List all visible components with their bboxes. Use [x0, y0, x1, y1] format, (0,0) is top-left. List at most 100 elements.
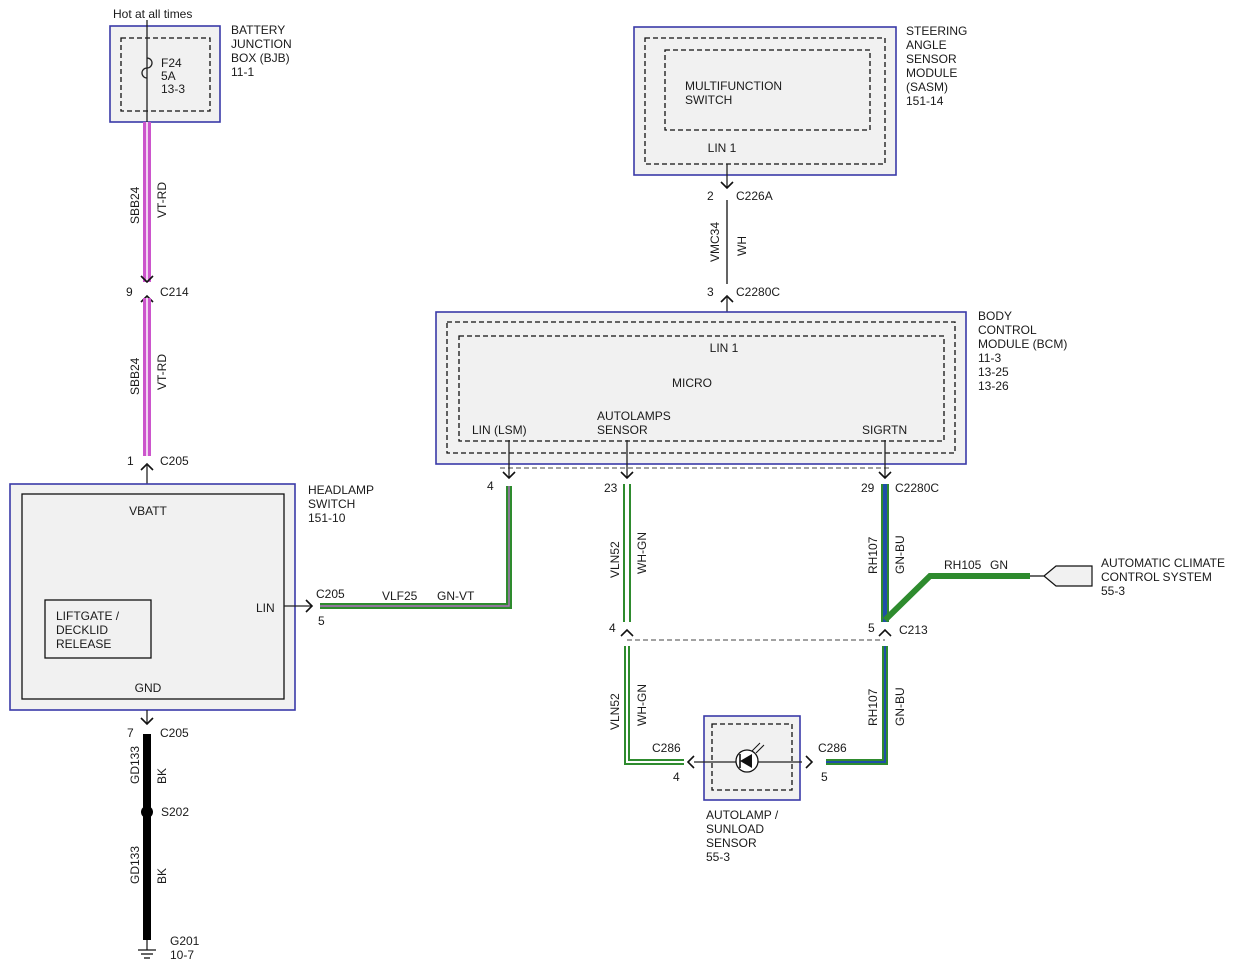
- wire-sbb24-mid-color: VT-RD: [155, 354, 169, 390]
- sasm-label-line5: (SASM): [906, 80, 948, 94]
- headlamp-pin-vbatt: VBATT: [129, 504, 167, 518]
- connector-c205-gnd: 7 C205: [127, 710, 189, 740]
- wire-rh107-top: RH107 GN-BU: [866, 484, 907, 622]
- wire-vmc34: VMC34 WH: [708, 200, 749, 284]
- bjb-label-line4: 11-1: [231, 65, 254, 79]
- c205-gnd-pin: 7: [127, 726, 134, 740]
- c286-left-pin: 4: [673, 770, 680, 784]
- multifunction-switch-line1: MULTIFUNCTION: [685, 79, 782, 93]
- ground-name: G201: [170, 934, 200, 948]
- c286-left-name: C286: [652, 741, 681, 755]
- wire-vln52-bot: VLN52 WH-GN: [608, 646, 684, 765]
- wire-gd133: S202 GD133 BK GD133 BK: [128, 734, 189, 940]
- connector-c2280c-bottom: 4 23 29 C2280C: [487, 440, 939, 495]
- wire-vlf25-color: GN-VT: [437, 589, 475, 603]
- liftgate-label-line2: DECKLID: [56, 623, 108, 637]
- wire-gd133-bot-circuit: GD133: [128, 846, 142, 884]
- c2280c-pin23: 23: [604, 481, 618, 495]
- wire-sbb24-mid-circuit: SBB24: [128, 357, 142, 395]
- fuse-rating: 5A: [161, 69, 176, 83]
- sasm-label-line2: ANGLE: [906, 38, 947, 52]
- bcm-pin-autolamps-line1: AUTOLAMPS: [597, 409, 671, 423]
- sasm-label-line3: SENSOR: [906, 52, 957, 66]
- wire-vln52-bot-color: WH-GN: [635, 684, 649, 726]
- wire-vmc34-color: WH: [735, 236, 749, 256]
- wire-sbb24-top: SBB24 VT-RD: [128, 122, 169, 282]
- wire-gd133-top-color: BK: [155, 768, 169, 784]
- wire-gd133-top-circuit: GD133: [128, 746, 142, 784]
- wire-rh105-circuit: RH105: [944, 558, 982, 572]
- wire-vln52-top-circuit: VLN52: [608, 541, 622, 578]
- bcm-label-line5: 13-25: [978, 365, 1009, 379]
- multifunction-switch-line2: SWITCH: [685, 93, 732, 107]
- c205-lin-name: C205: [316, 587, 345, 601]
- wire-vln52-bot-circuit: VLN52: [608, 693, 622, 730]
- wire-vlf25-circuit: VLF25: [382, 589, 418, 603]
- wire-rh107-top-color: GN-BU: [893, 535, 907, 574]
- c213-pin-left: 4: [609, 621, 616, 635]
- sasm-label-line4: MODULE: [906, 66, 957, 80]
- climate-label-line2: CONTROL SYSTEM: [1101, 570, 1212, 584]
- steering-angle-sensor-module: MULTIFUNCTION SWITCH LIN 1 STEERING ANGL…: [633, 24, 967, 176]
- bjb-label-line1: BATTERY: [231, 23, 285, 37]
- bcm-label-line4: 11-3: [978, 351, 1001, 365]
- c214-pin: 9: [126, 285, 133, 299]
- bcm-pin-lin1: LIN 1: [710, 341, 739, 355]
- liftgate-label-line1: LIFTGATE /: [56, 609, 120, 623]
- headlamp-label-line2: SWITCH: [308, 497, 355, 511]
- splice-s202-dot: [141, 806, 153, 818]
- connector-c226a: 2 C226A: [707, 164, 773, 203]
- c286-right-name: C286: [818, 741, 847, 755]
- bcm-label-line3: MODULE (BCM): [978, 337, 1067, 351]
- bjb-label-line2: JUNCTION: [231, 37, 292, 51]
- c2280c-pin4: 4: [487, 479, 494, 493]
- wire-vln52-top: VLN52 WH-GN: [608, 484, 649, 622]
- c226a-pin: 2: [707, 189, 714, 203]
- c2280c-bottom-name: C2280C: [895, 481, 939, 495]
- headlamp-switch: VBATT LIN GND LIFTGATE / DECKLID RELEASE…: [9, 483, 374, 711]
- connector-c205-lin: C205 5: [284, 587, 345, 628]
- wire-vln52-top-color: WH-GN: [635, 532, 649, 574]
- ground-ref: 10-7: [170, 948, 194, 962]
- wire-rh107-bot-color: GN-BU: [893, 687, 907, 726]
- ground-icon: [138, 949, 156, 959]
- sensor-label-line3: SENSOR: [706, 836, 757, 850]
- c2280c-top-pin: 3: [707, 285, 714, 299]
- c213-pin-right: 5: [868, 621, 875, 635]
- sasm-pin-lin1: LIN 1: [708, 141, 737, 155]
- liftgate-decklid-release-box: [44, 599, 152, 659]
- climate-connector-icon: [1030, 565, 1093, 587]
- wire-rh107-bot: RH107 GN-BU: [826, 646, 907, 765]
- connector-c214: 9 C214: [126, 275, 189, 303]
- fuse-ref: 13-3: [161, 82, 185, 96]
- headlamp-pin-gnd: GND: [135, 681, 162, 695]
- wire-rh105: RH105 GN: [882, 558, 1030, 623]
- c214-name: C214: [160, 285, 189, 299]
- headlamp-pin-lin: LIN: [256, 601, 275, 615]
- bcm-pin-lin-lsm: LIN (LSM): [472, 423, 527, 437]
- connector-c2280c-top: 3 C2280C: [707, 285, 780, 336]
- climate-label-line3: 55-3: [1101, 584, 1125, 598]
- power-note: Hot at all times: [113, 7, 192, 21]
- automatic-climate-control: AUTOMATIC CLIMATE CONTROL SYSTEM 55-3: [1030, 556, 1225, 598]
- liftgate-label-line3: RELEASE: [56, 637, 111, 651]
- wire-rh107-top-circuit: RH107: [866, 536, 880, 574]
- bjb-label-line3: BOX (BJB): [231, 51, 290, 65]
- connector-c213: 4 5 C213: [609, 621, 928, 641]
- body-control-module: LIN 1 MICRO LIN (LSM) AUTOLAMPS SENSOR S…: [435, 309, 1067, 465]
- fuse-icon: [141, 57, 153, 79]
- wire-sbb24-top-circuit: SBB24: [128, 186, 142, 224]
- bcm-micro-label: MICRO: [672, 376, 712, 390]
- headlamp-label-line1: HEADLAMP: [308, 483, 374, 497]
- sensor-label-line4: 55-3: [706, 850, 730, 864]
- c205-gnd-name: C205: [160, 726, 189, 740]
- c205-top-pin: 1: [127, 454, 134, 468]
- c286-right-pin: 5: [821, 770, 828, 784]
- splice-s202: S202: [161, 805, 189, 819]
- wire-gd133-bot-color: BK: [155, 868, 169, 884]
- c2280c-pin29: 29: [861, 481, 875, 495]
- headlamp-label-line3: 151-10: [308, 511, 346, 525]
- c205-top-name: C205: [160, 454, 189, 468]
- sasm-label-line6: 151-14: [906, 94, 944, 108]
